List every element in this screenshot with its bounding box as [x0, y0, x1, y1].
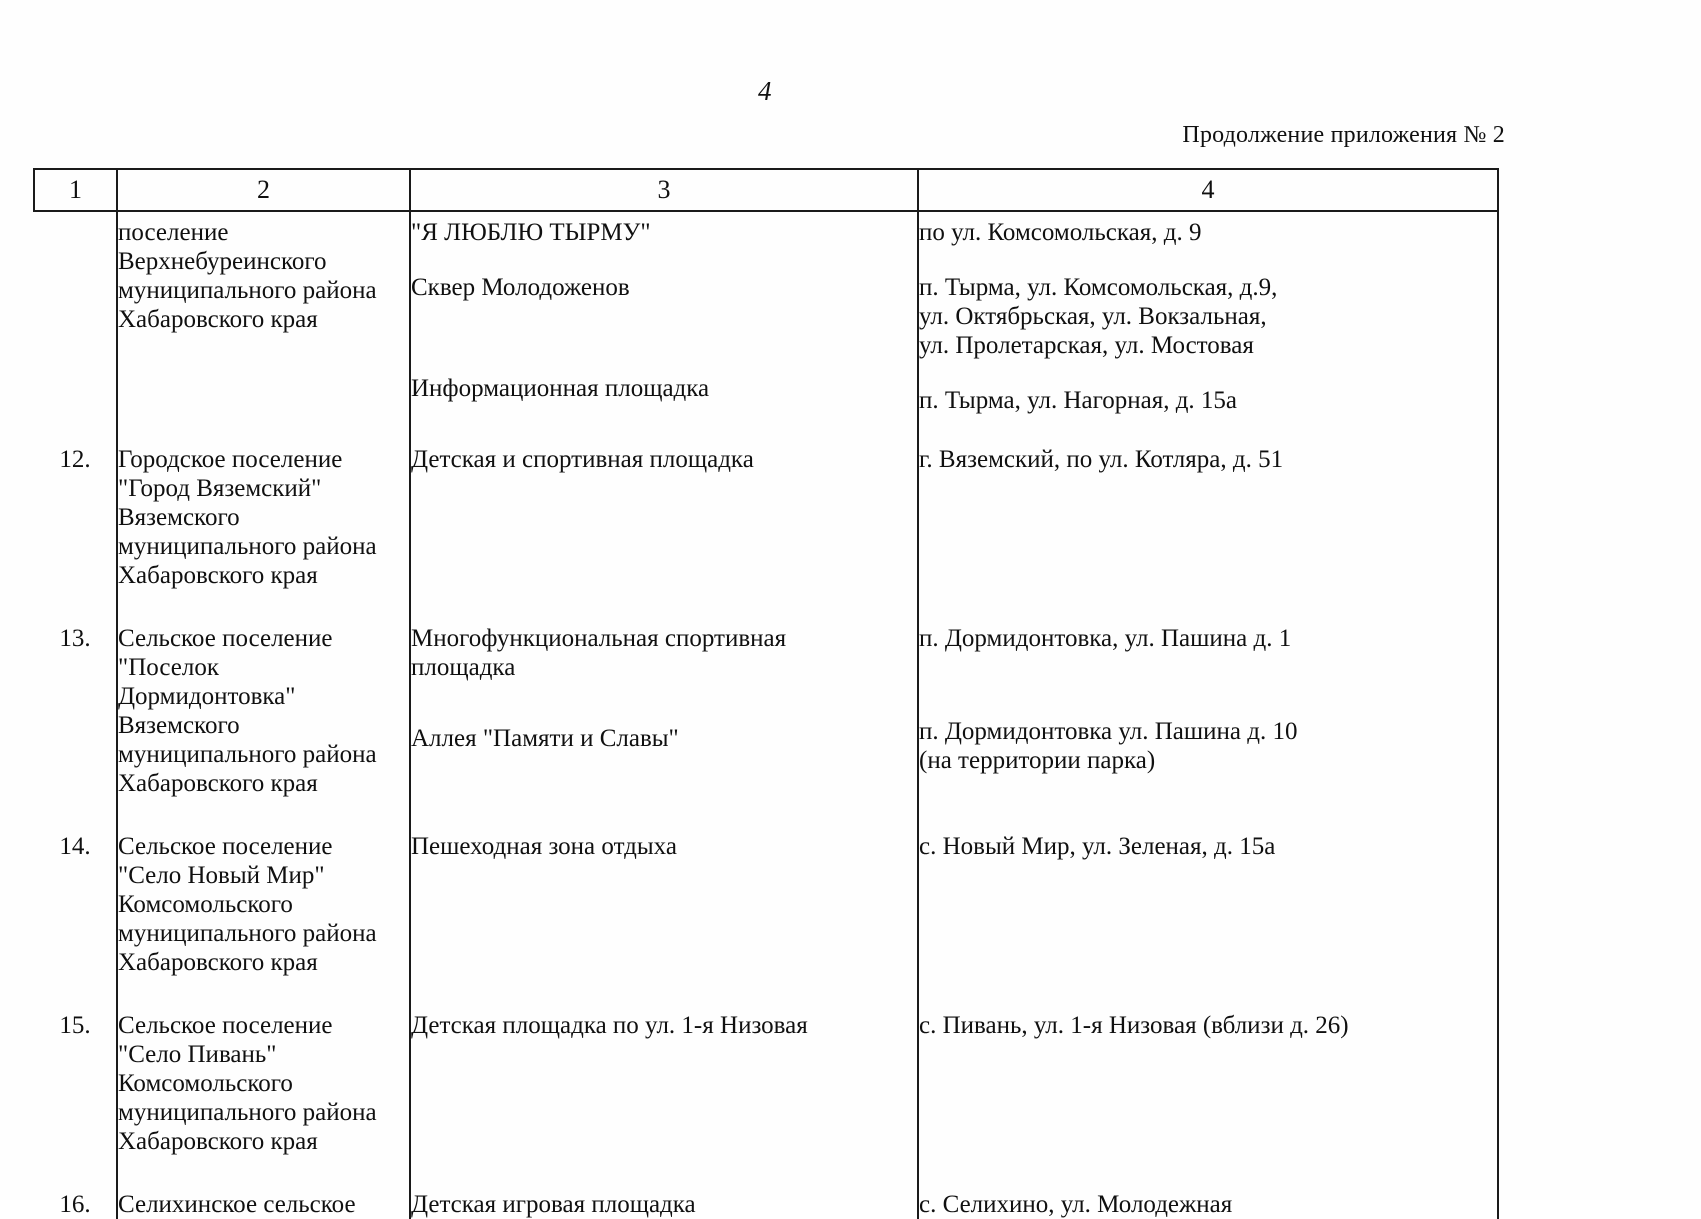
organization-line: муниципального района	[118, 920, 377, 947]
organization-line: муниципального района	[118, 1099, 377, 1126]
organization-line: Сельское поселение	[118, 625, 333, 652]
organization-cell: Селихинское сельское	[116, 1156, 410, 1219]
organization-line: "Поселок	[118, 654, 220, 681]
organization-cell: Сельское поселение "Поселок Дормидонтовк…	[116, 590, 410, 798]
object-name: Детская площадка по ул. 1-я Низовая	[411, 1012, 808, 1039]
row-number: 15.	[34, 977, 117, 1156]
organization-line: Хабаровского края	[118, 770, 318, 797]
object-cell: "Я ЛЮБЛЮ ТЫРМУ" Сквер Молодоженов Информ…	[409, 211, 918, 415]
object-cell: Пешеходная зона отдыха	[409, 798, 918, 977]
table-row: 15. Сельское поселение "Село Пивань" Ком…	[34, 977, 1499, 1156]
address-cell: с. Новый Мир, ул. Зеленая, д. 15а	[917, 798, 1499, 977]
table-header-row: 1 2 3 4	[33, 168, 1499, 212]
row-number: 16.	[34, 1156, 117, 1219]
table-row: 14. Сельское поселение "Село Новый Мир" …	[34, 798, 1499, 977]
address-line: п. Дормидонтовка, ул. Пашина д. 1	[919, 625, 1292, 652]
appendix-continuation-header: Продолжение приложения № 2	[1182, 122, 1505, 148]
row-number-value: 14.	[59, 833, 91, 860]
address-cell: п. Дормидонтовка, ул. Пашина д. 1 п. Дор…	[917, 590, 1499, 798]
address-line: ул. Пролетарская, ул. Мостовая	[919, 332, 1254, 359]
organization-cell: Городское поселение "Город Вяземский" Вя…	[116, 415, 410, 590]
row-number-value: 15.	[59, 1012, 91, 1039]
organization-line: Сельское поселение	[118, 1012, 333, 1039]
object-name: Сквер Молодоженов	[411, 274, 630, 301]
object-cell: Детская и спортивная площадка	[409, 415, 918, 590]
row-number-value: 16.	[59, 1191, 91, 1218]
table-row: 16. Селихинское сельское Детская игровая…	[34, 1156, 1499, 1219]
object-cell: Детская площадка по ул. 1-я Низовая	[409, 977, 918, 1156]
table-row: поселение Верхнебуреинского муниципально…	[34, 211, 1499, 415]
column-header-3: 3	[409, 168, 918, 212]
organization-line: Дормидонтовка"	[118, 683, 296, 710]
column-header-1: 1	[33, 168, 117, 212]
organization-line: "Село Новый Мир"	[118, 862, 325, 889]
organization-cell: поселение Верхнебуреинского муниципально…	[116, 211, 410, 415]
organization-cell: Сельское поселение "Село Новый Мир" Комс…	[116, 798, 410, 977]
address-line: п. Дормидонтовка ул. Пашина д. 10	[919, 718, 1298, 745]
organization-line: муниципального района	[118, 277, 377, 304]
organization-line: Хабаровского края	[118, 306, 318, 333]
organization-line: "Село Пивань"	[118, 1041, 277, 1068]
organization-line: Селихинское сельское	[118, 1191, 356, 1218]
address-line: п. Тырма, ул. Комсомольская, д.9,	[919, 274, 1278, 301]
table-row: 12. Городское поселение "Город Вяземский…	[34, 415, 1499, 590]
address-cell: по ул. Комсомольская, д. 9 п. Тырма, ул.…	[917, 211, 1499, 415]
object-cell: Многофункциональная спортивная площадка …	[409, 590, 918, 798]
address-cell: с. Селихино, ул. Молодежная	[917, 1156, 1499, 1219]
appendix-table: 1 2 3 4 поселение Верхнебуреинского муни…	[33, 168, 1499, 1219]
organization-line: муниципального района	[118, 741, 377, 768]
table-row: 13. Сельское поселение "Поселок Дормидон…	[34, 590, 1499, 798]
address-line: с. Новый Мир, ул. Зеленая, д. 15а	[919, 833, 1276, 860]
object-name: Детская игровая площадка	[411, 1191, 696, 1218]
object-name: "Я ЛЮБЛЮ ТЫРМУ"	[411, 219, 651, 246]
address-line: с. Пивань, ул. 1-я Низовая (вблизи д. 26…	[919, 1012, 1349, 1039]
column-header-4: 4	[917, 168, 1499, 212]
object-name: Пешеходная зона отдыха	[411, 833, 677, 860]
row-number: 13.	[34, 590, 117, 798]
address-line: (на территории парка)	[919, 747, 1156, 774]
object-cell: Детская игровая площадка	[409, 1156, 918, 1219]
object-name: Информационная площадка	[411, 375, 710, 402]
address-line: г. Вяземский, по ул. Котляра, д. 51	[919, 446, 1284, 473]
organization-line: Хабаровского края	[118, 562, 318, 589]
organization-line: Комсомольского	[118, 891, 293, 918]
column-header-2: 2	[116, 168, 410, 212]
row-number-value: 12.	[59, 446, 91, 473]
organization-line: Хабаровского края	[118, 1128, 318, 1155]
address-line: по ул. Комсомольская, д. 9	[919, 219, 1202, 246]
object-name: площадка	[411, 654, 516, 681]
object-name: Многофункциональная спортивная	[411, 625, 787, 652]
organization-line: Комсомольского	[118, 1070, 293, 1097]
organization-line: Верхнебуреинского	[118, 248, 327, 275]
object-name: Детская и спортивная площадка	[411, 446, 754, 473]
address-line: ул. Октябрьская, ул. Вокзальная,	[919, 303, 1267, 330]
organization-line: "Город Вяземский"	[118, 475, 322, 502]
address-line: с. Селихино, ул. Молодежная	[919, 1191, 1233, 1218]
organization-line: Городское поселение	[118, 446, 343, 473]
object-name: Аллея "Памяти и Славы"	[411, 725, 679, 752]
organization-line: Сельское поселение	[118, 833, 333, 860]
table-body: поселение Верхнебуреинского муниципально…	[34, 211, 1499, 1219]
address-line: п. Тырма, ул. Нагорная, д. 15а	[919, 387, 1238, 414]
row-number-value: 13.	[59, 625, 91, 652]
row-number: 12.	[34, 415, 117, 590]
row-number	[34, 211, 117, 415]
row-number: 14.	[34, 798, 117, 977]
address-cell: с. Пивань, ул. 1-я Низовая (вблизи д. 26…	[917, 977, 1499, 1156]
address-cell: г. Вяземский, по ул. Котляра, д. 51	[917, 415, 1499, 590]
organization-line: Вяземского	[118, 712, 240, 739]
organization-line: муниципального района	[118, 533, 377, 560]
organization-line: Хабаровского края	[118, 949, 318, 976]
organization-line: поселение	[118, 219, 229, 246]
page-number: 4	[758, 76, 772, 106]
organization-cell: Сельское поселение "Село Пивань" Комсомо…	[116, 977, 410, 1156]
organization-line: Вяземского	[118, 504, 240, 531]
